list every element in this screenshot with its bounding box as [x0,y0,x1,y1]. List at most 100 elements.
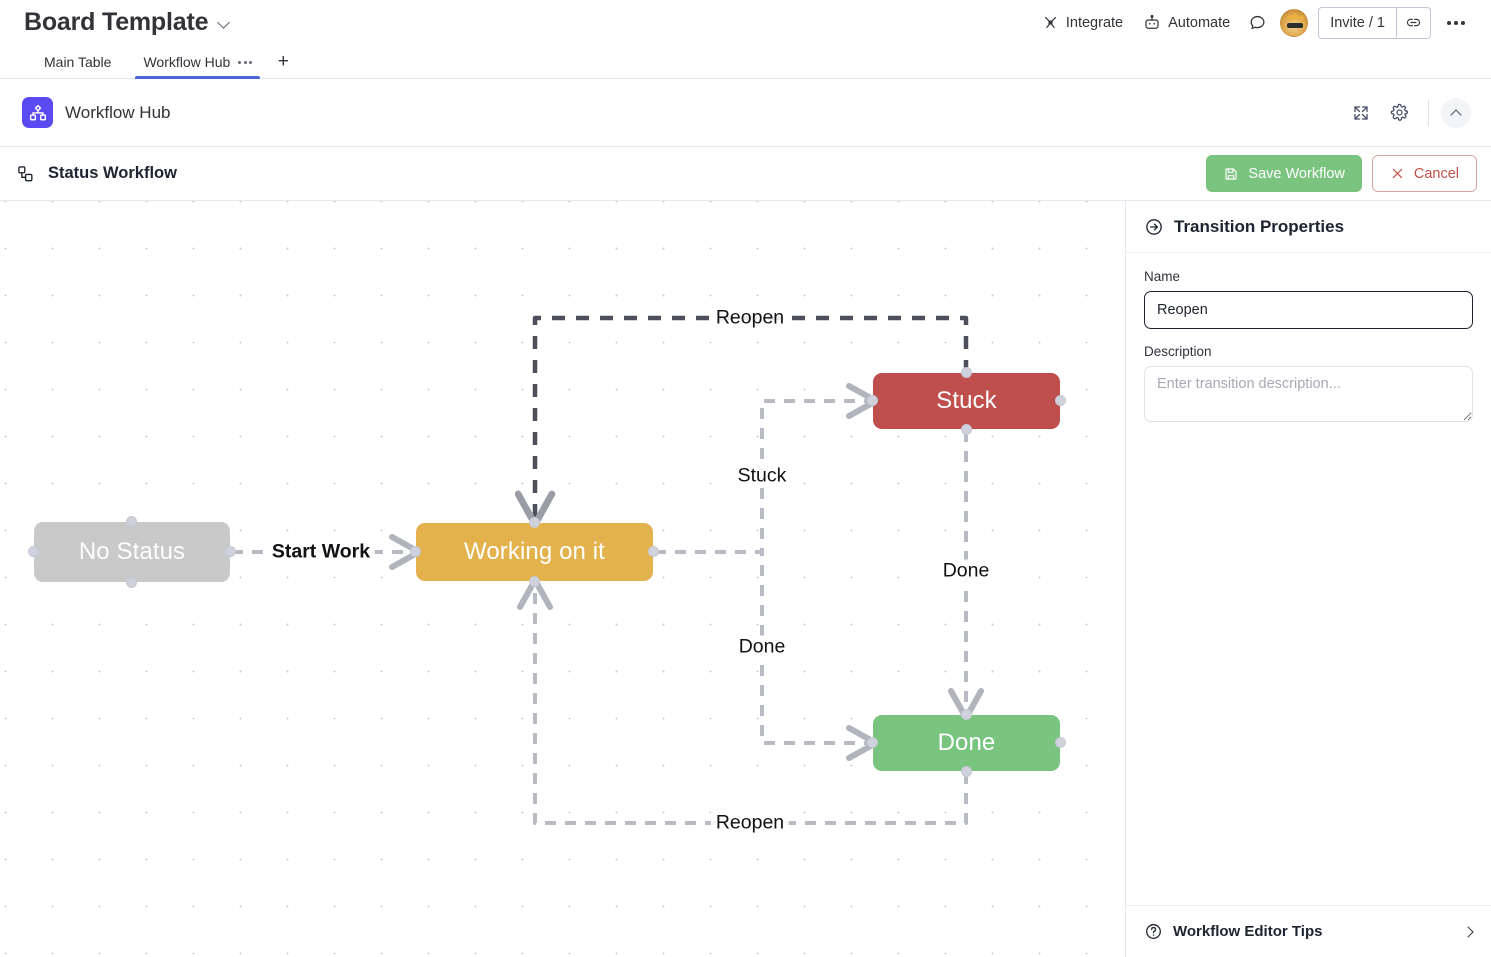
top-bar: Board Template Integrate Automa [0,0,1491,45]
node-label: Working on it [464,538,605,565]
workflow-actions: Save Workflow Cancel [1206,155,1477,192]
edge-label-start-work[interactable]: Start Work [266,540,376,564]
panel-title: Transition Properties [1174,217,1345,236]
tab-main-table[interactable]: Main Table [28,46,127,78]
more-options-button[interactable] [1439,6,1473,40]
integrate-icon [1044,16,1056,29]
help-circle-icon [1146,924,1161,939]
tab-label: Workflow Hub [143,54,231,70]
robot-icon [1145,14,1159,29]
workflow-toolbar: Status Workflow Save Workflow Cancel [0,147,1491,201]
dot [238,60,242,64]
edge-reopen-bottom[interactable] [517,577,968,825]
chevron-down-icon[interactable] [217,16,231,30]
handle-top[interactable] [529,517,540,528]
handle-left[interactable] [867,395,878,406]
invite-button[interactable]: Invite / 1 [1330,14,1385,31]
canvas-controls [0,917,110,957]
handle-right[interactable] [225,546,236,557]
handle-top[interactable] [961,709,972,720]
invite-group: Invite / 1 [1318,6,1431,39]
node-stuck[interactable]: Stuck [867,367,1066,435]
node-working-on-it[interactable]: Working on it [410,517,659,587]
transition-name-input[interactable] [1144,291,1473,329]
settings-button[interactable] [1382,96,1416,130]
integrate-button[interactable]: Integrate [1032,8,1133,37]
dot [249,60,253,64]
workflow-title: Status Workflow [48,164,177,182]
handle-right[interactable] [648,546,659,557]
org-chart-icon [29,104,46,120]
dot [1454,20,1458,25]
node-label: Stuck [936,387,997,414]
handle-bottom[interactable] [126,577,137,588]
save-icon [1225,167,1237,180]
handle-right[interactable] [1055,395,1066,406]
cancel-label: Cancel [1413,165,1459,182]
gear-icon [1390,103,1408,121]
node-done[interactable]: Done [867,709,1066,777]
app-header-actions [1344,96,1471,130]
dot [1447,20,1451,25]
dot [1461,20,1465,25]
edge-label-reopen-top[interactable]: Reopen [710,306,790,330]
comments-button[interactable] [1240,6,1274,40]
top-bar-actions: Integrate Automate Invite / 1 [1032,6,1491,40]
close-icon [1392,168,1403,179]
divider [1428,99,1429,126]
tab-label: Main Table [44,54,112,70]
handle-top[interactable] [961,367,972,378]
copy-link-button[interactable] [1396,7,1430,38]
expand-icon [1354,105,1368,120]
transition-description-textarea[interactable] [1144,366,1473,422]
add-tab-button[interactable]: + [277,51,289,72]
save-workflow-label: Save Workflow [1248,165,1345,182]
edge-label-done-right[interactable]: Done [937,559,995,583]
chevron-up-icon [1451,108,1461,118]
save-workflow-button[interactable]: Save Workflow [1206,155,1362,192]
automate-label: Automate [1168,14,1231,31]
node-label: No Status [78,538,186,565]
handle-left[interactable] [410,546,421,557]
dot [243,60,247,64]
description-field-label: Description [1144,344,1212,359]
transition-properties-panel: Transition Properties Name Description W… [1125,201,1491,957]
chat-bubble-icon [1250,15,1265,30]
handle-right[interactable] [1055,737,1066,748]
tab-bar: Main Table Workflow Hub + [0,45,1491,79]
handle-left[interactable] [867,737,878,748]
edge-label-done-left[interactable]: Done [733,635,791,659]
board-title-group[interactable]: Board Template [24,8,231,37]
handle-bottom[interactable] [961,766,972,777]
panel-body: Name Description [1126,253,1491,905]
status-workflow-icon [18,165,33,181]
name-field-label: Name [1144,269,1181,284]
page-title: Board Template [24,8,209,36]
automate-button[interactable]: Automate [1133,8,1240,38]
node-no-status[interactable]: No Status [28,516,236,588]
tab-workflow-hub[interactable]: Workflow Hub [127,46,268,79]
tips-label: Workflow Editor Tips [1173,923,1323,940]
tab-menu-icon[interactable] [238,60,253,64]
workflow-editor-tips-row[interactable]: Workflow Editor Tips [1126,905,1491,957]
workflow-canvas[interactable]: No Status Working on it Stuck Done [0,201,1125,957]
node-label: Done [937,729,996,756]
fullscreen-button[interactable] [1344,96,1378,130]
cancel-button[interactable]: Cancel [1371,155,1477,192]
transition-arrow-icon [1146,219,1162,235]
handle-bottom[interactable] [961,424,972,435]
handle-top[interactable] [126,516,137,527]
handle-left[interactable] [28,546,39,557]
lock-button[interactable] [83,923,110,951]
app-title: Workflow Hub [65,102,171,122]
link-icon [1406,18,1421,27]
collapse-button[interactable] [1441,97,1471,128]
workflow-hub-icon [22,97,53,128]
handle-bottom[interactable] [529,576,540,587]
edge-label-stuck[interactable]: Stuck [732,464,792,488]
lock-icon [0,917,1125,957]
avatar[interactable] [1280,8,1309,37]
app-header: Workflow Hub [0,79,1491,147]
edge-label-reopen-bottom[interactable]: Reopen [710,811,790,835]
